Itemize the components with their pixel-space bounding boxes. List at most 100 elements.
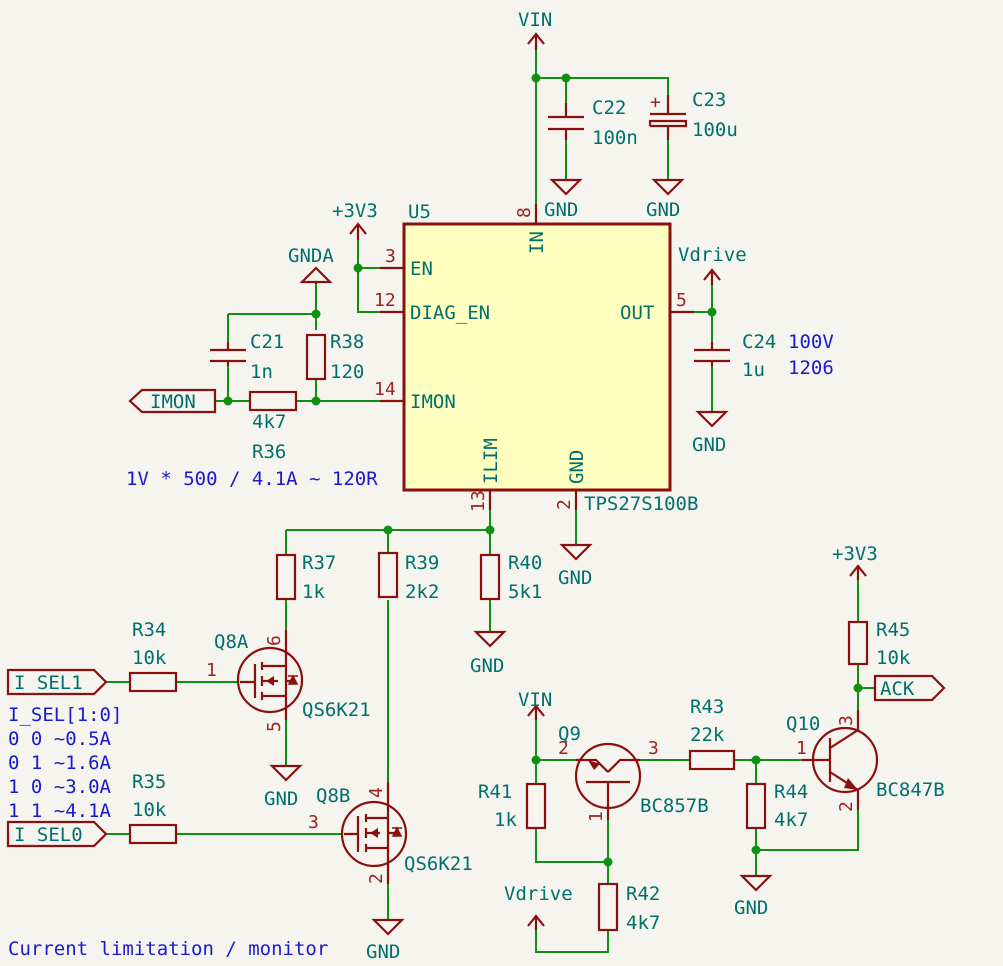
c22[interactable]: C22 100n bbox=[548, 97, 638, 149]
gnd-u5-label: GND bbox=[558, 567, 592, 589]
u5-pin-in: IN bbox=[526, 231, 548, 254]
label-ack-text: ACK bbox=[880, 678, 915, 700]
junctions bbox=[223, 73, 863, 867]
q8a-pin-source: 5 bbox=[264, 721, 285, 732]
vdrive-out-label: Vdrive bbox=[678, 244, 747, 266]
r39-ref: R39 bbox=[405, 552, 439, 574]
u5-value: TPS27S100B bbox=[584, 493, 698, 515]
power-symbols: VIN +3V3 GNDA Vdrive +3V3 VIN Vdrive bbox=[288, 9, 878, 930]
u5-pin-en: EN bbox=[410, 258, 433, 280]
r41-ref: R41 bbox=[478, 781, 512, 803]
u5-pin-imon: IMON bbox=[410, 391, 456, 413]
r44[interactable]: R44 4k7 bbox=[745, 781, 808, 831]
q8a-mosfet[interactable]: 1 6 5 Q8A QS6K21 bbox=[206, 630, 371, 732]
u5-ic[interactable]: EN DIAG_EN IMON OUT IN ILIM GND 3 12 14 … bbox=[374, 201, 698, 515]
r39-value: 2k2 bbox=[405, 581, 439, 603]
note-table-title: I_SEL[1:0] bbox=[8, 704, 122, 726]
q8a-pin-gate: 1 bbox=[206, 660, 217, 681]
gnd-q8a-label: GND bbox=[264, 788, 298, 810]
r36-value: 4k7 bbox=[252, 411, 286, 433]
u5-pin-out: OUT bbox=[620, 302, 654, 324]
r35[interactable]: R35 10k bbox=[128, 771, 178, 845]
u5-pin-num-in: 8 bbox=[514, 207, 535, 218]
label-ack[interactable]: ACK bbox=[873, 674, 946, 702]
r34[interactable]: R34 10k bbox=[128, 619, 178, 693]
r40[interactable]: R40 5k1 bbox=[479, 552, 542, 603]
q10-pin-collector: 3 bbox=[836, 715, 857, 726]
r43[interactable]: R43 22k bbox=[688, 696, 736, 771]
note-table-row: 0 1 ~1.6A bbox=[8, 752, 112, 774]
r41-value: 1k bbox=[494, 809, 517, 831]
c23-value: 100u bbox=[692, 119, 738, 141]
r44-ref: R44 bbox=[774, 781, 808, 803]
vdrive-bottom-label: Vdrive bbox=[504, 883, 573, 905]
c21-ref: C21 bbox=[250, 331, 284, 353]
r37-value: 1k bbox=[302, 581, 325, 603]
c24[interactable]: C24 1u 100V 1206 bbox=[694, 331, 834, 381]
c24-note-package: 1206 bbox=[788, 357, 834, 379]
q10-pin-base: 1 bbox=[796, 738, 807, 759]
q10-value: BC847B bbox=[876, 779, 945, 801]
q8b-mosfet[interactable]: 3 4 2 Q8B QS6K21 bbox=[308, 782, 473, 884]
q8b-pin-gate: 3 bbox=[308, 812, 319, 833]
q10-npn[interactable]: 1 3 2 Q10 BC847B bbox=[786, 710, 945, 812]
r34-value: 10k bbox=[132, 647, 167, 669]
note-table-row: 1 1 ~4.1A bbox=[8, 800, 112, 822]
q8b-value: QS6K21 bbox=[404, 853, 473, 875]
c24-ref: C24 bbox=[742, 331, 776, 353]
c22-value: 100n bbox=[592, 127, 638, 149]
q8a-pin-drain: 6 bbox=[264, 635, 285, 646]
r44-value: 4k7 bbox=[774, 809, 808, 831]
q8b-ref: Q8B bbox=[316, 785, 350, 807]
u5-pin-gnd: GND bbox=[566, 450, 588, 484]
label-i-sel1-text: I_SEL1 bbox=[14, 672, 83, 694]
q9-pin-emitter: 1 bbox=[586, 811, 607, 822]
q8a-value: QS6K21 bbox=[302, 699, 371, 721]
c21[interactable]: C21 1n bbox=[210, 331, 284, 383]
note-table-row: 1 0 ~3.0A bbox=[8, 776, 112, 798]
r34-ref: R34 bbox=[132, 619, 166, 641]
u5-pin-num-out: 5 bbox=[676, 290, 687, 311]
r42[interactable]: R42 4k7 bbox=[597, 882, 660, 934]
r37-ref: R37 bbox=[302, 552, 336, 574]
label-i-sel0[interactable]: I_SEL0 bbox=[6, 820, 108, 848]
r38-value: 120 bbox=[330, 361, 364, 383]
c23[interactable]: + C23 100u bbox=[648, 89, 738, 141]
r37[interactable]: R37 1k bbox=[275, 552, 336, 603]
r36-ref: R36 bbox=[252, 441, 286, 463]
q8a-ref: Q8A bbox=[214, 631, 249, 653]
v3v3-top-label: +3V3 bbox=[332, 200, 378, 222]
vin-q9-label: VIN bbox=[518, 689, 552, 711]
u5-pin-num-imon: 14 bbox=[374, 379, 396, 400]
r41[interactable]: R41 1k bbox=[478, 781, 547, 831]
u5-ref: U5 bbox=[408, 201, 431, 223]
q9-ref: Q9 bbox=[558, 723, 581, 745]
r45-value: 10k bbox=[876, 647, 911, 669]
r38[interactable]: R38 120 bbox=[305, 331, 364, 383]
label-i-sel1[interactable]: I_SEL1 bbox=[6, 668, 108, 696]
q9-value: BC857B bbox=[640, 795, 709, 817]
label-imon[interactable]: IMON bbox=[128, 388, 217, 414]
u5-pin-num-gnd: 2 bbox=[554, 499, 575, 510]
r40-ref: R40 bbox=[508, 552, 542, 574]
r45[interactable]: R45 10k bbox=[847, 619, 911, 669]
u5-pin-diag-en: DIAG_EN bbox=[410, 302, 490, 324]
gnd-q8b-label: GND bbox=[366, 941, 400, 963]
r42-ref: R42 bbox=[626, 883, 660, 905]
r39[interactable]: R39 2k2 bbox=[377, 551, 439, 603]
r45-ref: R45 bbox=[876, 619, 910, 641]
r43-ref: R43 bbox=[690, 696, 724, 718]
r43-value: 22k bbox=[690, 724, 725, 746]
q10-pin-emitter: 2 bbox=[836, 801, 857, 812]
gnd-c22-label: GND bbox=[544, 199, 578, 221]
q9-pin-base: 2 bbox=[558, 738, 569, 759]
label-imon-text: IMON bbox=[150, 391, 196, 413]
gnd-symbols: GND GND GND GND GND GND GND GND bbox=[264, 178, 773, 963]
r36[interactable]: 4k7 R36 bbox=[248, 390, 298, 463]
note-table-row: 0 0 ~0.5A bbox=[8, 728, 112, 750]
r40-value: 5k1 bbox=[508, 581, 542, 603]
q8b-pin-source: 2 bbox=[366, 873, 387, 884]
q9-pnp[interactable]: 2 3 1 Q9 BC857B bbox=[558, 723, 709, 822]
q9-pin-collector: 3 bbox=[648, 738, 659, 759]
q10-ref: Q10 bbox=[786, 713, 820, 735]
